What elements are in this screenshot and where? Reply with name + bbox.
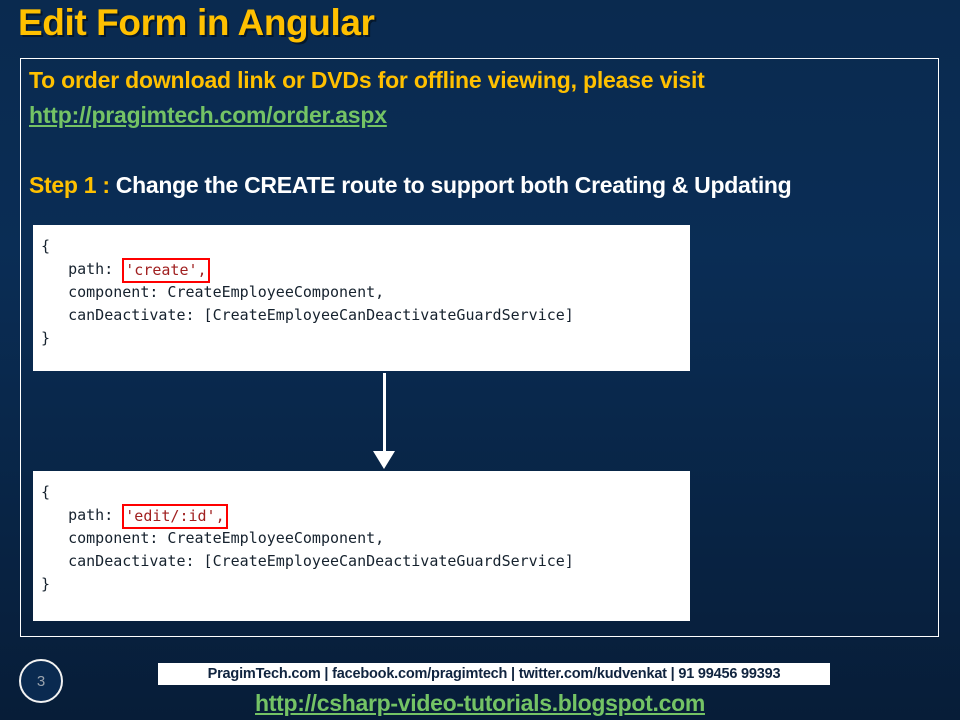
- code-line: path: 'create',: [41, 258, 690, 283]
- code-line: component: CreateEmployeeComponent,: [41, 281, 690, 304]
- step-heading: Step 1 : Change the CREATE route to supp…: [29, 172, 792, 199]
- code-line: canDeactivate: [CreateEmployeeCanDeactiv…: [41, 550, 690, 573]
- code-line: path: 'edit/:id',: [41, 504, 690, 529]
- arrow-head-icon: [373, 451, 395, 469]
- code-line: {: [41, 481, 690, 504]
- code-text: }: [41, 575, 51, 593]
- blog-link[interactable]: http://csharp-video-tutorials.blogspot.c…: [255, 690, 705, 716]
- highlighted-route-path: 'create',: [122, 258, 210, 283]
- arrow-shaft-icon: [383, 373, 386, 455]
- page-title: Edit Form in Angular: [18, 2, 375, 43]
- code-line: }: [41, 327, 690, 350]
- code-text: {: [41, 483, 51, 501]
- code-text: component: CreateEmployeeComponent,: [41, 283, 385, 301]
- code-text: {: [41, 237, 51, 255]
- code-text: component: CreateEmployeeComponent,: [41, 529, 385, 547]
- code-text: path:: [41, 260, 123, 278]
- code-text: }: [41, 329, 51, 347]
- page-number-badge: 3: [19, 659, 63, 703]
- code-text: canDeactivate: [CreateEmployeeCanDeactiv…: [41, 306, 574, 324]
- code-block-create-route: { path: 'create', component: CreateEmplo…: [33, 225, 690, 371]
- footer-credits: PragimTech.com | facebook.com/pragimtech…: [158, 663, 830, 685]
- step-label: Step 1 :: [29, 172, 116, 198]
- code-line: }: [41, 573, 690, 596]
- code-line: canDeactivate: [CreateEmployeeCanDeactiv…: [41, 304, 690, 327]
- code-text: path:: [41, 506, 123, 524]
- order-page-link[interactable]: http://pragimtech.com/order.aspx: [29, 102, 387, 128]
- code-text: canDeactivate: [CreateEmployeeCanDeactiv…: [41, 552, 574, 570]
- code-line: {: [41, 235, 690, 258]
- code-line: component: CreateEmployeeComponent,: [41, 527, 690, 550]
- content-panel: To order download link or DVDs for offli…: [20, 58, 939, 637]
- highlighted-route-path: 'edit/:id',: [122, 504, 228, 529]
- intro-text: To order download link or DVDs for offli…: [29, 67, 705, 93]
- code-block-edit-route: { path: 'edit/:id', component: CreateEmp…: [33, 471, 690, 621]
- flow-arrow: [364, 373, 404, 473]
- step-description: Change the CREATE route to support both …: [115, 172, 792, 198]
